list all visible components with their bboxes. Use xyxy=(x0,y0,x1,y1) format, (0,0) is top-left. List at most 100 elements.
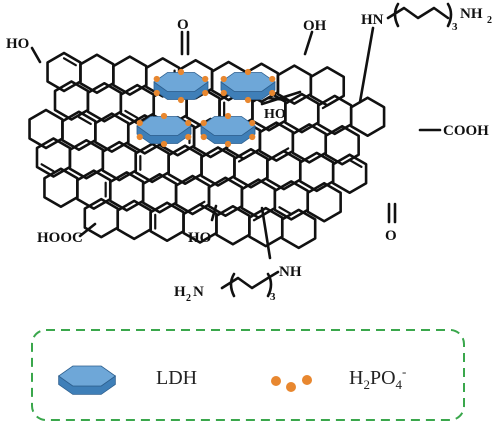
label-cooh-right: COOH xyxy=(443,123,489,139)
hex-ring xyxy=(215,205,251,246)
top-propyl-chain xyxy=(386,6,450,20)
phosphate-dot xyxy=(220,75,227,83)
ldh-particles xyxy=(136,68,276,148)
phosphate-dot xyxy=(224,112,232,120)
label-h2n-bottom-n: N xyxy=(193,284,204,300)
hex-ring xyxy=(134,142,170,184)
aromatic-double-bond xyxy=(237,153,253,163)
bottom-chain-bracket-left xyxy=(229,272,236,298)
hex-ring xyxy=(273,180,310,221)
label-ho-inner: HO xyxy=(264,107,286,122)
hex-ring xyxy=(266,149,302,191)
label-ho-left: HO xyxy=(6,36,29,52)
aromatic-double-bond xyxy=(278,206,293,216)
phosphate-h: H xyxy=(349,367,363,389)
label-nh2-sub-top: 2 xyxy=(487,15,492,26)
aromatic-double-bond xyxy=(191,200,206,210)
phosphate-dot xyxy=(244,68,252,76)
ldh-legend-shape xyxy=(57,365,117,395)
hex-ring xyxy=(43,167,79,209)
hex-ring xyxy=(251,91,287,132)
aromatic-double-bond xyxy=(124,109,139,119)
aromatic-double-bond xyxy=(275,147,290,157)
hex-ring xyxy=(233,148,269,189)
aromatic-double-bond xyxy=(321,100,336,110)
ldh-particle xyxy=(153,68,209,104)
hex-ring xyxy=(101,140,138,182)
legend-border xyxy=(31,329,465,421)
aromatic-double-bond xyxy=(348,158,363,168)
hex-ring xyxy=(276,64,313,105)
hex-ring xyxy=(331,153,368,194)
hex-ring xyxy=(46,51,82,93)
hex-ring xyxy=(324,124,360,166)
phosphate-dot xyxy=(249,119,256,127)
phosphate-dot xyxy=(202,75,209,83)
hex-ring xyxy=(141,172,178,214)
hex-ring xyxy=(94,112,130,153)
ldh-legend-icon xyxy=(57,365,117,395)
legend-phosphate-label: H2PO4- xyxy=(349,364,406,392)
label-carbonyl-bottom: O xyxy=(385,228,397,244)
hex-ring xyxy=(207,176,244,218)
phosphate-dot xyxy=(202,89,209,97)
hex-ring xyxy=(108,171,145,212)
phosphate-dot xyxy=(220,89,227,97)
functional-group-bonds xyxy=(30,26,442,260)
hex-ring xyxy=(68,139,105,180)
aromatic-double-bond xyxy=(40,163,55,173)
label-chain-count-bottom: 3 xyxy=(270,291,276,303)
hex-ring xyxy=(28,108,64,150)
label-oh-bottom: HO xyxy=(188,230,211,246)
phosphate-dot xyxy=(153,75,160,83)
top-chain-bracket-right xyxy=(446,2,453,28)
hex-ring xyxy=(86,82,123,123)
phosphate-dot xyxy=(269,75,276,83)
label-nh2-top: NH xyxy=(460,6,483,22)
phosphate-dot xyxy=(177,96,185,104)
legend-ldh-label: LDH xyxy=(156,367,197,389)
hex-ring xyxy=(291,123,328,164)
aromatic-double-bond xyxy=(77,116,92,126)
phosphate-legend-icon xyxy=(271,375,312,392)
hex-ring xyxy=(116,199,152,241)
ldh-particle xyxy=(136,112,192,148)
label-hooc-left: HOOC xyxy=(37,230,83,246)
label-nh-bottom: NH xyxy=(279,264,302,280)
label-oh-top: OH xyxy=(303,18,327,34)
phosphate-dot xyxy=(249,133,256,141)
phosphate-sub4: 4 xyxy=(396,377,403,392)
hex-ring xyxy=(298,151,335,193)
hex-ring xyxy=(284,92,320,134)
bottom-propyl-chain xyxy=(220,270,280,290)
ldh-particle xyxy=(220,68,276,104)
hex-ring xyxy=(112,55,148,96)
hex-ring xyxy=(83,197,120,239)
phosphate-charge: - xyxy=(402,364,406,379)
label-carbonyl-top: O xyxy=(177,17,189,33)
phosphate-dot xyxy=(224,140,232,148)
aromatic-double-bond xyxy=(62,57,77,67)
phosphate-dot xyxy=(177,68,185,76)
phosphate-dot xyxy=(160,112,168,120)
ldh-particle xyxy=(200,112,256,148)
hex-ring xyxy=(248,206,284,248)
hex-ring xyxy=(182,203,218,244)
hex-ring xyxy=(149,201,185,242)
hex-ring xyxy=(53,80,90,121)
label-h2n-bottom-h: H xyxy=(174,284,186,300)
phosphate-sub2: 2 xyxy=(363,377,370,392)
hex-ring xyxy=(35,137,72,178)
hex-ring xyxy=(61,110,97,152)
phosphate-dot xyxy=(269,89,276,97)
hex-ring xyxy=(280,208,317,250)
hex-ring xyxy=(174,174,211,216)
phosphate-dot xyxy=(136,133,143,141)
hex-ring xyxy=(76,169,112,210)
hex-ring xyxy=(167,144,203,185)
label-hn-top: HN xyxy=(361,12,384,28)
hex-ring xyxy=(258,121,295,162)
bottom-chain-bracket-right xyxy=(266,272,273,298)
phosphate-dot xyxy=(185,133,192,141)
